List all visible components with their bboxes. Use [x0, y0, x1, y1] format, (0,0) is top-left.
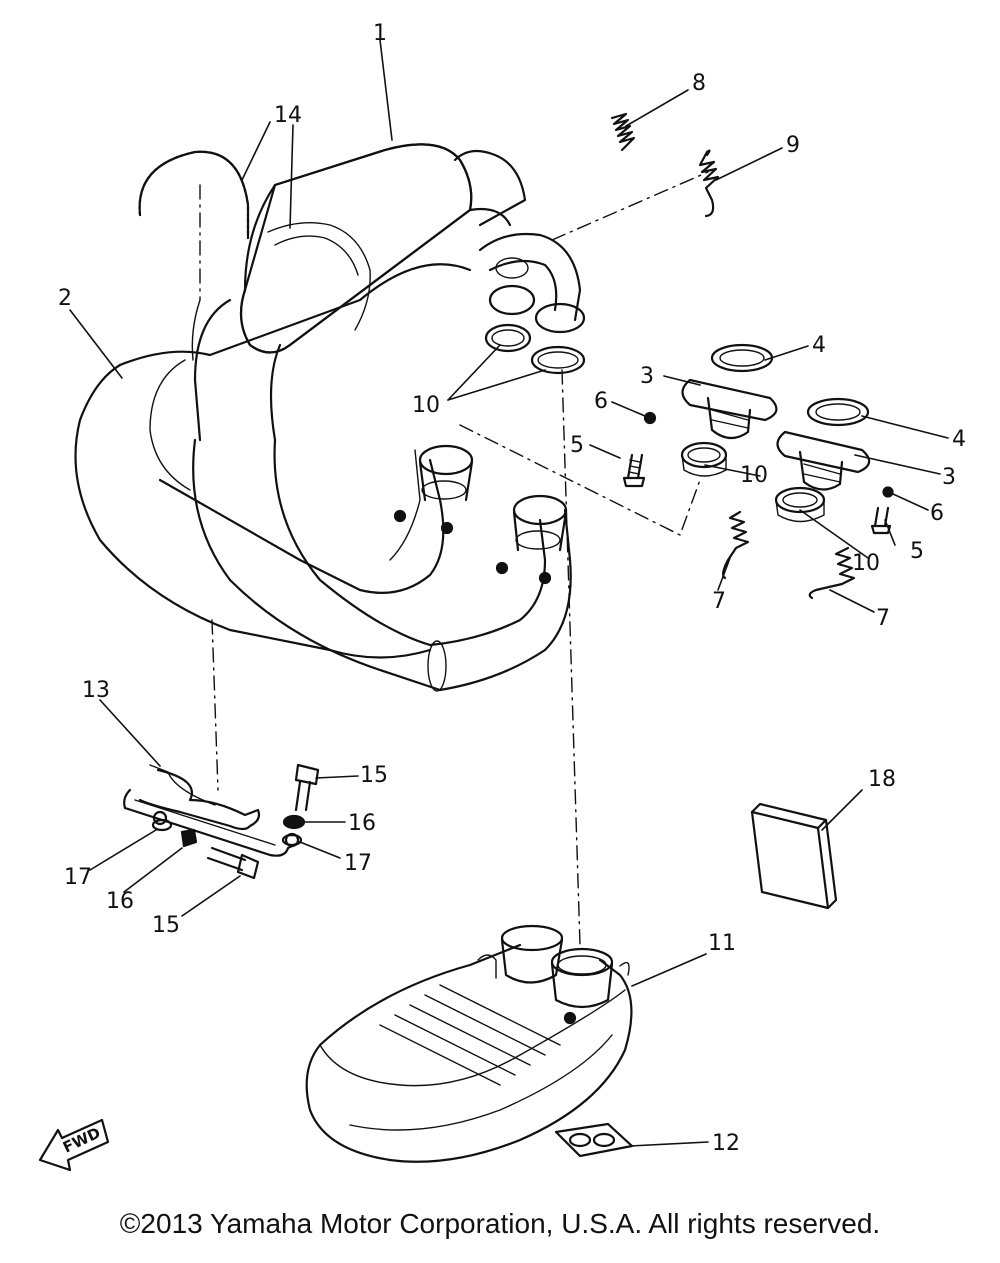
callout-17-left: 17 [64, 865, 92, 890]
bolt-15-upper [294, 763, 320, 812]
assembly-lines [199, 171, 709, 946]
callout-7-right: 7 [876, 606, 890, 631]
callout-10-middle: 10 [740, 463, 768, 488]
exhaust-flange-upper [680, 343, 778, 477]
callout-6-lower: 6 [930, 501, 944, 526]
gasket-rings-upper [484, 323, 586, 375]
callout-17-right: 17 [344, 851, 372, 876]
callout-1: 1 [373, 21, 387, 46]
callout-15-lower: 15 [152, 913, 180, 938]
callout-5-upper: 5 [570, 433, 584, 458]
callout-7-left: 7 [712, 589, 726, 614]
muffler-assembly-lower [74, 263, 572, 692]
callout-3-lower: 3 [942, 465, 956, 490]
clamp-band-14 [138, 150, 250, 240]
callout-12: 12 [712, 1131, 740, 1156]
washer-17-right [281, 833, 303, 847]
nut-16-upper [282, 814, 306, 830]
spring-9 [698, 149, 720, 218]
exhaust-parts-diagram: FWD [38, 21, 966, 1172]
washer-6-upper [643, 411, 657, 425]
plate-12 [554, 1122, 634, 1158]
callout-4-lower: 4 [952, 427, 966, 452]
callout-3-upper: 3 [640, 364, 654, 389]
callout-9: 9 [786, 133, 800, 158]
callout-15-upper: 15 [360, 763, 388, 788]
fwd-arrow: FWD [38, 1118, 110, 1172]
copyright-notice: ©2013 Yamaha Motor Corporation, U.S.A. A… [119, 1208, 881, 1239]
muffler-assembly-upper [191, 143, 586, 442]
callout-4-upper: 4 [812, 333, 826, 358]
callout-10-upper: 10 [412, 393, 440, 418]
muffler-bracket-13 [123, 764, 302, 857]
callout-labels: 1 2 3 3 4 4 5 5 6 6 7 7 8 9 10 10 10 11 … [58, 21, 966, 1156]
callout-2: 2 [58, 286, 72, 311]
spring-7-right [808, 546, 856, 600]
spring-8 [610, 112, 636, 152]
bolt-5-lower [870, 506, 892, 535]
callout-6-upper: 6 [594, 389, 608, 414]
leader-lines [69, 39, 949, 1147]
callout-16-right: 16 [348, 811, 376, 836]
bolt-15-lower [206, 846, 260, 880]
exhaust-flange-lower [774, 397, 871, 523]
silencer-box-11 [305, 924, 633, 1163]
callout-5-lower: 5 [910, 539, 924, 564]
washer-6-lower [882, 486, 894, 498]
nut-16-lower [180, 828, 198, 848]
callout-10-lower: 10 [852, 551, 880, 576]
callout-13: 13 [82, 678, 110, 703]
callout-8: 8 [692, 71, 706, 96]
callout-18: 18 [868, 767, 896, 792]
callout-14: 14 [274, 103, 302, 128]
callout-11: 11 [708, 931, 736, 956]
bolt-5-upper [622, 453, 646, 488]
callout-16-left: 16 [106, 889, 134, 914]
gasket-plate-18 [750, 802, 838, 910]
washer-17-left [151, 818, 173, 832]
